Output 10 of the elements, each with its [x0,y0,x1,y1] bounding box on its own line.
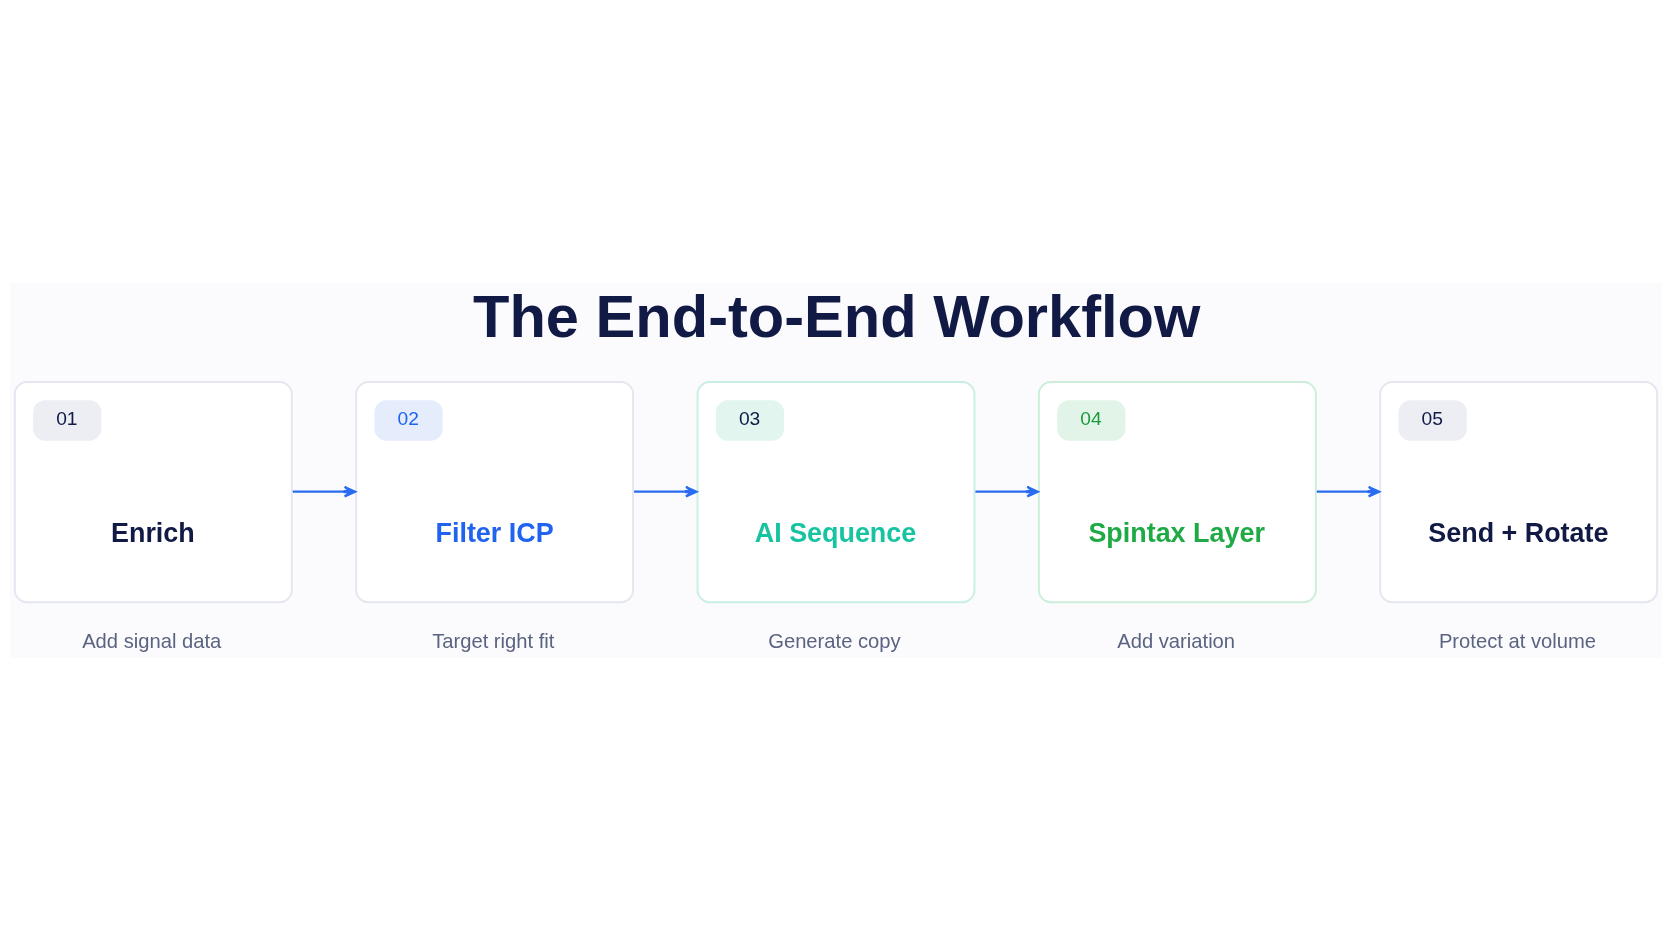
node-label: Generate copy [768,630,901,653]
diagram-title: The End-to-End Workflow [473,283,1201,351]
node-label: Add variation [1117,630,1236,653]
arrow [292,485,357,498]
arrow [1316,485,1381,498]
node-label: Protect at volume [1438,630,1596,653]
node-label: Add signal data [82,630,222,653]
arrow [975,485,1039,498]
arrow [634,485,698,498]
node-label: Target right fit [432,630,555,653]
